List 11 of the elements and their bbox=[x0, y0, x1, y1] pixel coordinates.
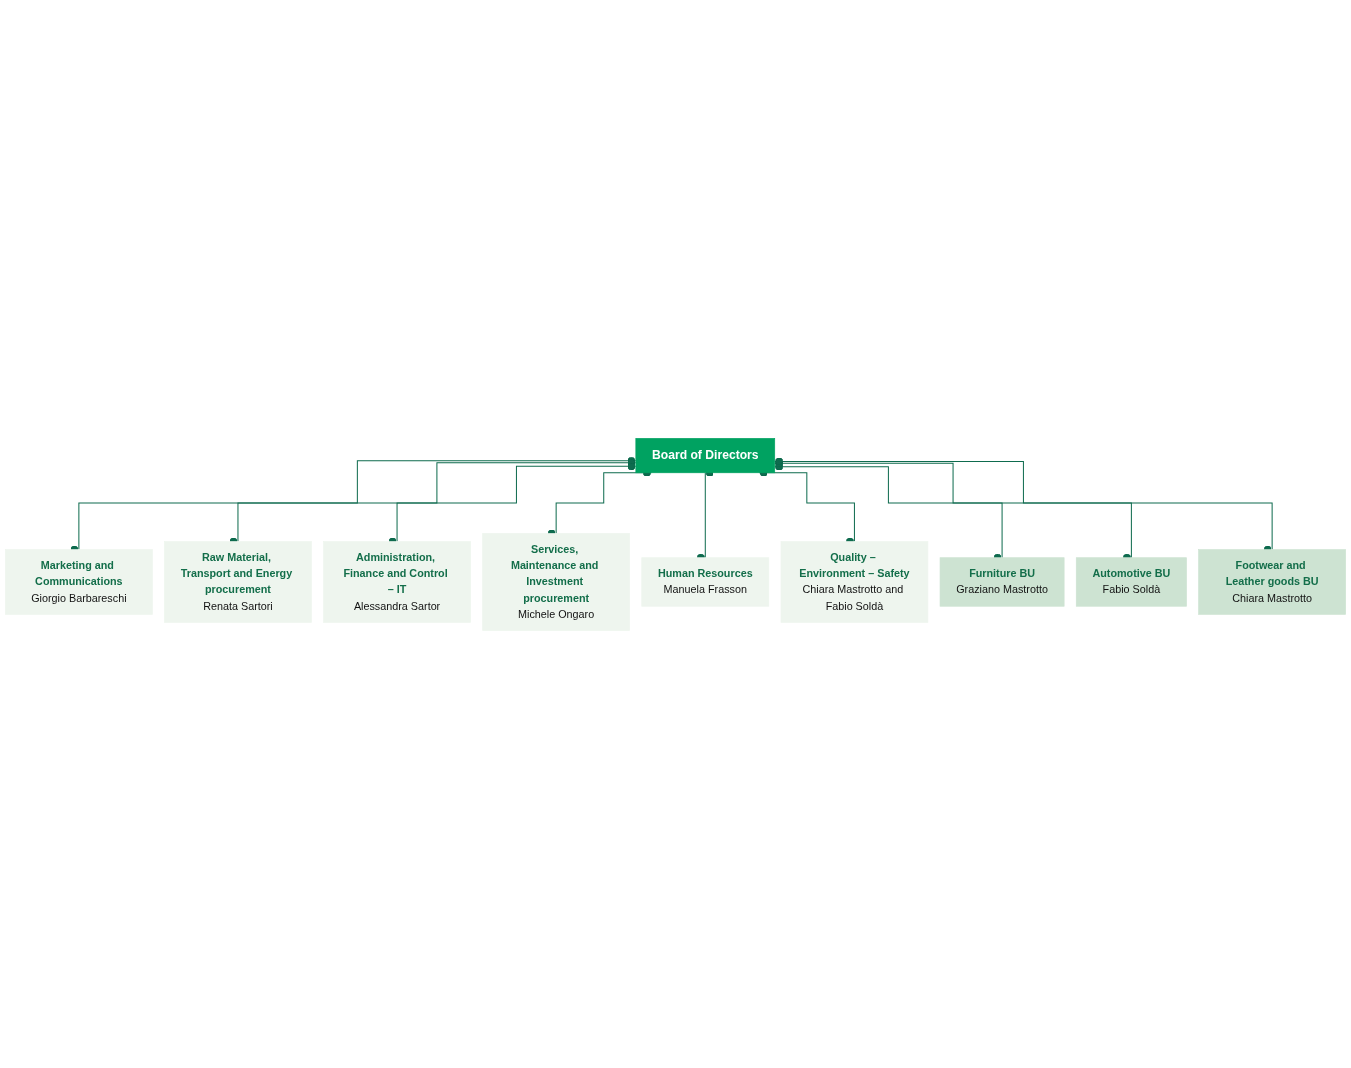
node-box: Human Resources Manuela Frasson bbox=[641, 556, 770, 607]
node-box: Footwear and Leather goods BU Chiara Mastrotto bbox=[1198, 548, 1346, 615]
connector bbox=[74, 456, 637, 550]
node-box: Automotive BU Fabio Soldà bbox=[1075, 556, 1187, 607]
node-box: Furniture BU Graziano Mastrotto bbox=[939, 556, 1065, 607]
node-box: Board of Directors bbox=[635, 437, 776, 473]
node-box: Marketing and Communications Giorgio Barbareschi bbox=[5, 548, 153, 615]
node-box: Services, Maintenance and Investment procurement Michele Ongaro bbox=[482, 532, 630, 631]
node-box: Raw Material, Transport and Energy procurement Renata Sartori bbox=[164, 540, 312, 623]
node-box: Administration, Finance and Control – IT Alessandra Sartor bbox=[323, 540, 471, 623]
node-box: Quality – Environment – Safety Chiara Mastrotto and Fabio Soldà bbox=[780, 540, 929, 623]
